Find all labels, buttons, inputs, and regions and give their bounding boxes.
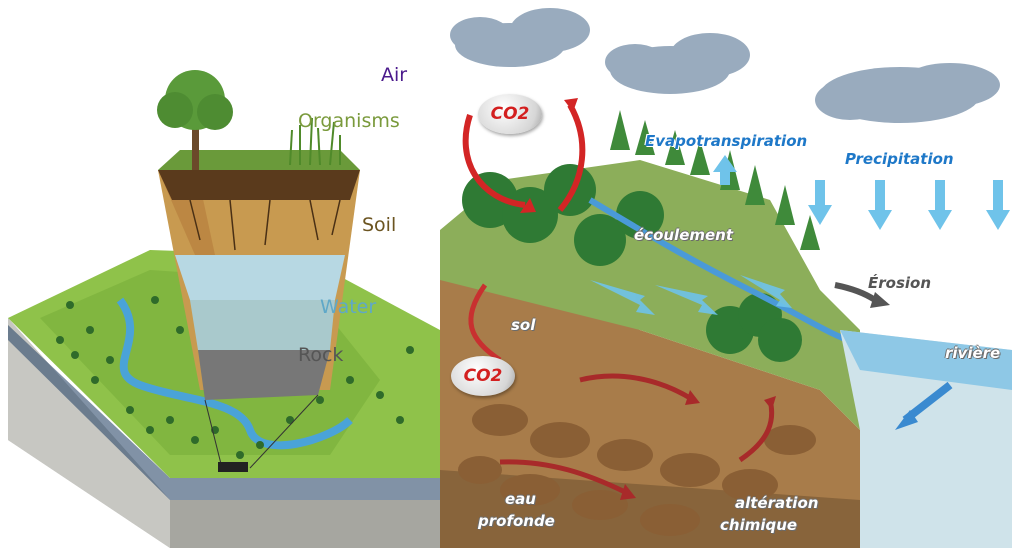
- air-label: Air: [381, 64, 408, 86]
- riviere-label: rivière: [945, 344, 1001, 362]
- sol-label: sol: [511, 316, 536, 334]
- evapotranspiration-label: Evapotranspiration: [645, 132, 808, 150]
- precipitation-label: Precipitation: [845, 150, 954, 168]
- co2-bottom-label: CO2: [463, 366, 503, 386]
- chimique-label: chimique: [720, 516, 798, 534]
- co2-top-label: CO2: [490, 104, 530, 124]
- co2-badge-bottom: CO2: [451, 356, 515, 396]
- organisms-label: Organisms: [298, 110, 400, 132]
- water-cycle-illustration: [440, 0, 1012, 548]
- co2-badge-top: CO2: [478, 94, 542, 134]
- soil-label: Soil: [362, 214, 397, 236]
- soil-column-illustration: [8, 70, 440, 548]
- eau-label: eau: [505, 490, 536, 508]
- rock-label: Rock: [298, 344, 344, 366]
- alteration-label: altération: [735, 494, 819, 512]
- profonde-label: profonde: [478, 512, 555, 530]
- ecoulement-label: écoulement: [634, 226, 734, 244]
- water-label: Water: [320, 296, 377, 318]
- erosion-label: Érosion: [868, 274, 932, 292]
